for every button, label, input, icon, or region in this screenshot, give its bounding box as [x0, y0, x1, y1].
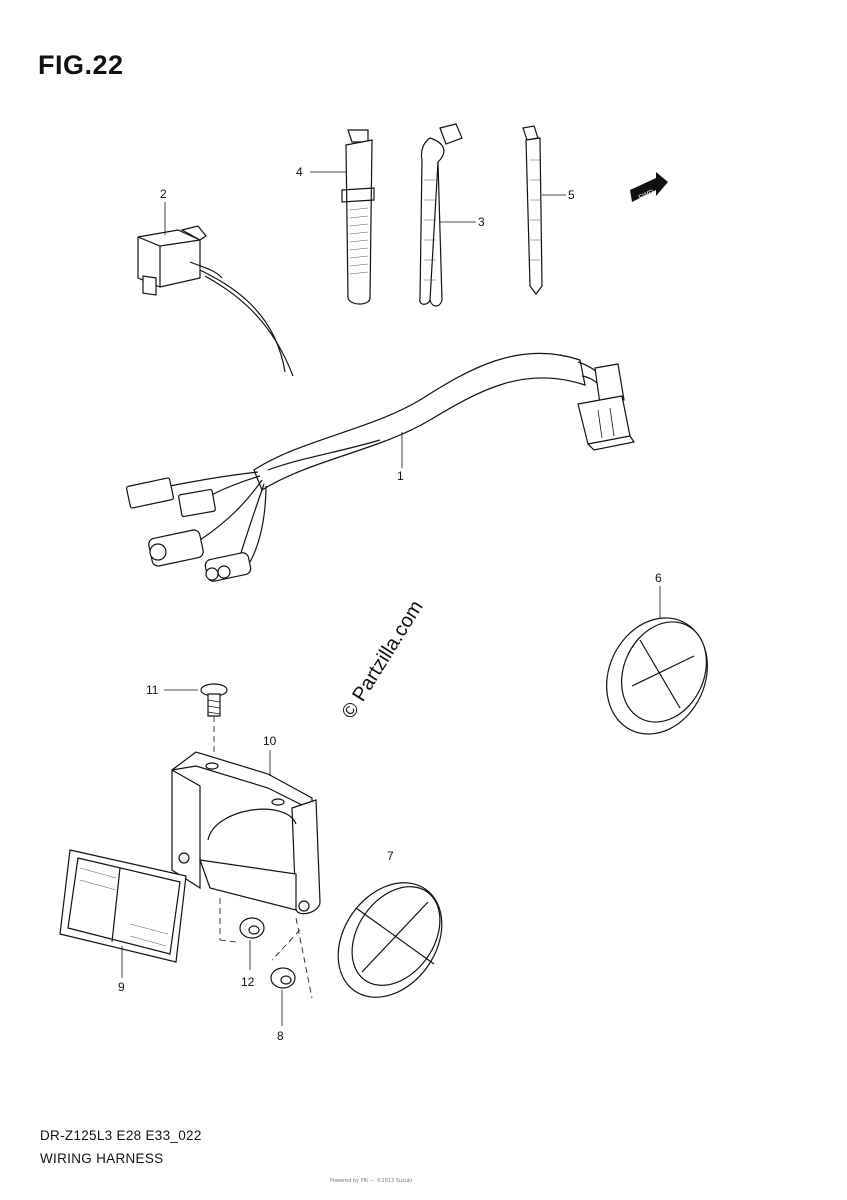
partzilla-watermark: © Partzilla.com	[338, 597, 428, 723]
callout-4: 4	[296, 165, 303, 179]
callout-11: 11	[146, 683, 159, 697]
callout-6: 6	[655, 571, 662, 585]
part-1-wiring-harness[interactable]	[125, 352, 635, 582]
model-code: DR-Z125L3 E28 E33_022	[40, 1128, 202, 1143]
callout-2: 2	[160, 187, 167, 201]
callout-9: 9	[118, 980, 125, 994]
part-5-cable-tie[interactable]	[522, 125, 543, 295]
part-7-round-reflector[interactable]	[317, 863, 463, 1017]
part-11-screw[interactable]	[200, 683, 228, 756]
part-4-band[interactable]	[341, 129, 375, 305]
part-9-rectangular-reflector[interactable]	[59, 849, 187, 963]
callout-3: 3	[478, 215, 485, 229]
callout-10: 10	[263, 734, 277, 748]
callout-1: 1	[397, 469, 404, 483]
section-name: WIRING HARNESS	[40, 1151, 164, 1166]
callout-8: 8	[277, 1029, 284, 1043]
forward-direction-icon: FWD	[630, 172, 668, 202]
part-8-nut[interactable]	[270, 967, 296, 989]
footnote: Powered by PIK — ©2013 Suzuki	[330, 1178, 413, 1184]
part-10-bracket[interactable]	[171, 751, 321, 999]
part-12-grommet[interactable]	[239, 917, 265, 939]
callout-5: 5	[568, 188, 575, 202]
callout-12: 12	[241, 975, 255, 989]
callout-7: 7	[387, 849, 394, 863]
part-3-clamp[interactable]	[419, 123, 463, 307]
part-2-switch[interactable]	[137, 225, 294, 377]
figure-title: FIG.22	[38, 50, 124, 80]
part-6-round-reflector[interactable]	[588, 601, 726, 750]
